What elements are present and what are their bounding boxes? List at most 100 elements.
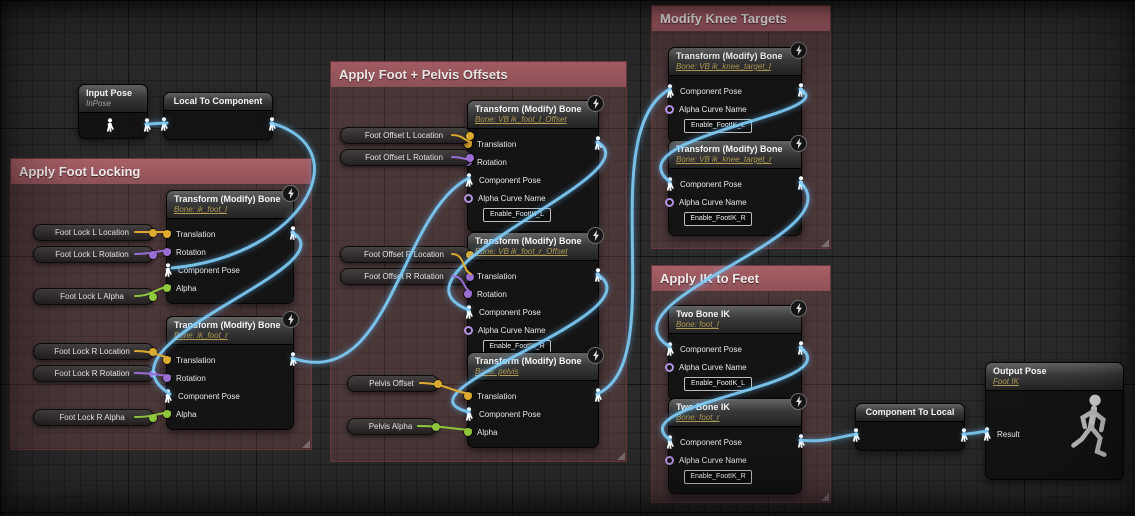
pose-input-pin[interactable] <box>665 435 675 449</box>
pin-row-alpha-curve-name[interactable]: Alpha Curve Name <box>464 189 598 207</box>
pose-input-pin[interactable] <box>464 407 474 421</box>
pill-foot-lock-l-alpha[interactable]: Foot Lock L Alpha <box>33 288 157 305</box>
pose-input-pin[interactable] <box>665 177 675 191</box>
node-component-to-local[interactable]: Component To Local <box>852 403 968 451</box>
alpha-curve-name-input[interactable]: Enable_FootIK_L <box>684 119 752 133</box>
comment-header[interactable]: Apply Foot Locking <box>11 159 311 184</box>
pill-foot-lock-l-location[interactable]: Foot Lock L Location <box>33 224 157 241</box>
pin-row-component-pose[interactable]: Component Pose <box>666 433 801 451</box>
alpha-curve-name-input[interactable]: Enable_FootIK_L <box>684 377 752 391</box>
alpha-curve-pin-icon[interactable] <box>464 193 473 203</box>
pin-row-alpha[interactable]: Alpha <box>464 423 598 441</box>
pill-foot-lock-r-location[interactable]: Foot Lock R Location <box>33 343 157 360</box>
pin-row-component-pose[interactable]: Component Pose <box>465 171 598 189</box>
alpha-out-pin[interactable] <box>149 413 157 422</box>
rotation-pin-icon[interactable] <box>163 248 171 256</box>
node-header[interactable]: Output Pose Foot IK <box>986 363 1123 391</box>
pose-output-pin[interactable] <box>267 117 277 131</box>
alpha-pin-icon[interactable] <box>163 410 171 418</box>
pose-input-pin[interactable] <box>665 342 675 356</box>
pin-row-component-pose[interactable]: Component Pose <box>164 387 293 405</box>
rotation-out-pin[interactable] <box>149 369 157 378</box>
translation-pin-icon[interactable] <box>464 392 472 400</box>
pose-input-pin[interactable] <box>163 263 173 277</box>
pin-row-component-pose[interactable]: Component Pose <box>465 303 598 321</box>
pill-foot-offset-l-rotation[interactable]: Foot Offset L Rotation <box>340 149 474 166</box>
pose-output-pin[interactable] <box>142 118 152 132</box>
rotation-out-pin[interactable] <box>149 250 157 259</box>
node-header[interactable]: Transform (Modify) Bone Bone: ik_foot_r <box>167 317 293 345</box>
comment-header[interactable]: Modify Knee Targets <box>652 6 830 31</box>
rotation-pin-icon[interactable] <box>163 374 171 382</box>
alpha-curve-pin-icon[interactable] <box>665 455 674 465</box>
alpha-curve-name-input[interactable]: Enable_FootIK_L <box>483 208 551 222</box>
location-out-pin[interactable] <box>149 228 157 237</box>
comment-header[interactable]: Apply Foot + Pelvis Offsets <box>331 62 626 87</box>
pin-row-alpha-curve-name[interactable]: Alpha Curve Name <box>665 193 801 211</box>
node-header[interactable]: Transform (Modify) Bone Bone: ik_foot_l <box>167 191 293 219</box>
node-header[interactable]: Two Bone IK Bone: foot_l <box>669 306 801 334</box>
node-transform-bone-ik-foot-r[interactable]: Transform (Modify) Bone Bone: ik_foot_r … <box>163 311 299 430</box>
alpha-curve-pin-icon[interactable] <box>665 197 674 207</box>
location-out-pin[interactable] <box>149 347 157 356</box>
location-out-pin[interactable] <box>466 250 474 259</box>
pin-row-translation[interactable]: Translation <box>464 267 598 285</box>
pin-row-component-pose[interactable]: Component Pose <box>164 261 293 279</box>
pose-input-pin[interactable] <box>159 117 169 131</box>
pin-row-component-pose[interactable]: Component Pose <box>666 175 801 193</box>
pin-row-translation[interactable]: Translation <box>464 387 598 405</box>
node-input-pose[interactable]: Input Pose InPose <box>78 84 151 139</box>
pin-row-translation[interactable]: Translation <box>464 135 598 153</box>
alpha-curve-pin-icon[interactable] <box>464 325 473 335</box>
node-header[interactable]: Two Bone IK Bone: foot_r <box>669 399 801 427</box>
pin-row-component-pose[interactable]: Component Pose <box>465 405 598 423</box>
pin-row-component-pose[interactable]: Component Pose <box>666 340 801 358</box>
node-header[interactable]: Transform (Modify) Bone Bone: VB ik_knee… <box>669 141 801 169</box>
pin-row-rotation[interactable]: Rotation <box>464 285 598 303</box>
node-transform-bone-pelvis[interactable]: Transform (Modify) Bone Bone: pelvis Tra… <box>464 347 604 448</box>
pose-input-pin[interactable] <box>982 427 992 441</box>
node-header[interactable]: Transform (Modify) Bone Bone: VB ik_foot… <box>468 233 598 261</box>
pin-row-alpha-curve-name[interactable]: Alpha Curve Name <box>665 451 801 469</box>
node-header[interactable]: Transform (Modify) Bone Bone: VB ik_foot… <box>468 101 598 129</box>
node-two-bone-ik-foot-l[interactable]: Two Bone IK Bone: foot_l Component Pose … <box>665 300 807 401</box>
translation-pin-icon[interactable] <box>163 356 171 364</box>
node-header[interactable]: Component To Local <box>856 404 964 422</box>
pill-pelvis-alpha[interactable]: Pelvis Alpha <box>347 418 440 435</box>
node-transform-bone-knee-target-r[interactable]: Transform (Modify) Bone Bone: VB ik_knee… <box>665 135 807 236</box>
comment-header[interactable]: Apply IK to Feet <box>652 266 830 291</box>
node-header[interactable]: Transform (Modify) Bone Bone: VB ik_knee… <box>669 48 801 76</box>
alpha-curve-pin-icon[interactable] <box>665 104 674 114</box>
pin-row-alpha-curve-name[interactable]: Alpha Curve Name <box>665 358 801 376</box>
pin-row-translation[interactable]: Translation <box>163 225 293 243</box>
alpha-pin-icon[interactable] <box>163 284 171 292</box>
alpha-pin-icon[interactable] <box>464 428 472 436</box>
pose-input-pin[interactable] <box>163 389 173 403</box>
node-two-bone-ik-foot-r[interactable]: Two Bone IK Bone: foot_r Component Pose … <box>665 393 807 494</box>
pill-foot-lock-l-rotation[interactable]: Foot Lock L Rotation <box>33 246 157 263</box>
location-out-pin[interactable] <box>466 131 474 140</box>
pin-row-alpha-curve-name[interactable]: Alpha Curve Name <box>665 100 801 118</box>
pill-foot-lock-r-alpha[interactable]: Foot Lock R Alpha <box>33 409 157 426</box>
node-transform-bone-ik-foot-l[interactable]: Transform (Modify) Bone Bone: ik_foot_l … <box>163 185 299 304</box>
pill-pelvis-offset[interactable]: Pelvis Offset <box>347 375 442 392</box>
alpha-curve-pin-icon[interactable] <box>665 362 674 372</box>
pin-row-alpha[interactable]: Alpha <box>163 405 293 423</box>
pin-row-translation[interactable]: Translation <box>163 351 293 369</box>
translation-pin-icon[interactable] <box>163 230 171 238</box>
node-transform-bone-foot-offset-r[interactable]: Transform (Modify) Bone Bone: VB ik_foot… <box>464 227 604 364</box>
node-transform-bone-foot-offset-l[interactable]: Transform (Modify) Bone Bone: VB ik_foot… <box>464 95 604 232</box>
node-transform-bone-knee-target-l[interactable]: Transform (Modify) Bone Bone: VB ik_knee… <box>665 42 807 143</box>
pill-foot-offset-r-location[interactable]: Foot Offset R Location <box>340 246 474 263</box>
alpha-curve-name-input[interactable]: Enable_FootIK_R <box>684 470 752 484</box>
node-header[interactable]: Transform (Modify) Bone Bone: pelvis <box>468 353 598 381</box>
pill-foot-lock-r-rotation[interactable]: Foot Lock R Rotation <box>33 365 157 382</box>
pin-row-rotation[interactable]: Rotation <box>163 243 293 261</box>
pin-row-component-pose[interactable]: Component Pose <box>666 82 801 100</box>
pin-row-alpha[interactable]: Alpha <box>163 279 293 297</box>
node-output-pose[interactable]: Output Pose Foot IK Result <box>982 362 1124 480</box>
pose-input-pin[interactable] <box>665 84 675 98</box>
node-local-to-component[interactable]: Local To Component <box>160 92 276 140</box>
node-header[interactable]: Input Pose InPose <box>79 85 147 113</box>
